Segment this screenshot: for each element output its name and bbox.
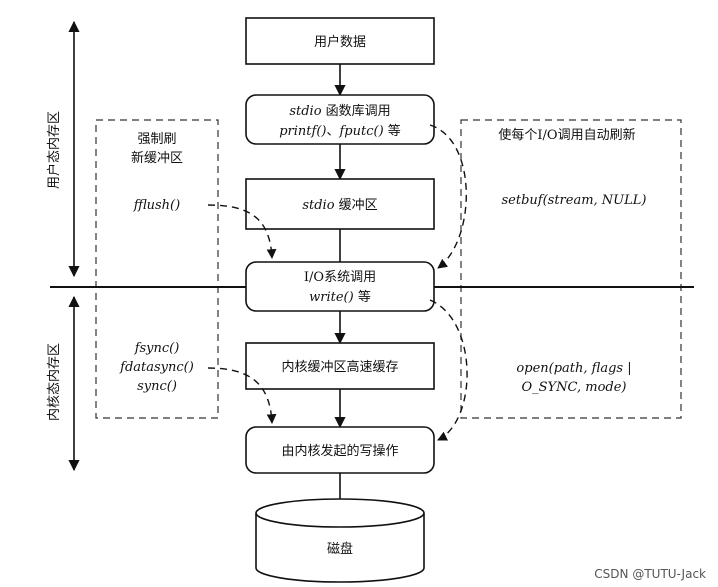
stdio-buffer-box — [245, 178, 435, 230]
disk-icon — [255, 498, 425, 583]
open-label-line2: O_SYNC, mode) — [521, 380, 626, 395]
kernel-cache-box — [245, 342, 435, 390]
forced-flush-panel — [95, 119, 219, 419]
csdn-watermark: CSDN @TUTU-Jack — [594, 567, 706, 581]
forced-flush-title-line2: 新缓冲区 — [131, 150, 183, 166]
io-syscall-box — [245, 261, 435, 312]
kernel-write-box — [245, 426, 435, 474]
user-data-box — [245, 17, 435, 65]
sync-label: sync() — [137, 379, 177, 394]
io-syscall-label-line2: write() 等 — [309, 289, 371, 305]
disk-label: 磁盘 — [327, 541, 353, 557]
fsync-label: fsync() — [134, 341, 180, 356]
kernel-cache-label: 内核缓冲区高速缓存 — [281, 359, 398, 375]
fdatasync-label: fdatasync() — [119, 360, 194, 375]
auto-flush-title: 使每个I/O调用自动刷新 — [498, 127, 635, 143]
user-space-label: 用户态内存区 — [46, 111, 62, 189]
user-data-label: 用户数据 — [314, 34, 366, 50]
kernel-space-label: 内核态内存区 — [46, 343, 62, 421]
stdio-buffer-label: stdio 缓冲区 — [302, 198, 377, 213]
setbuf-label: setbuf(stream, NULL) — [502, 193, 647, 208]
fflush-to-syscall-arrow — [207, 204, 277, 259]
stdio-library-box — [245, 94, 435, 145]
io-syscall-label-line1: I/O系统调用 — [304, 270, 376, 285]
osync-to-kernel-write-arrow — [429, 299, 468, 441]
kernel-write-label: 由内核发起的写操作 — [281, 443, 398, 459]
auto-flush-panel — [460, 119, 682, 419]
setbuf-to-syscall-arrow — [429, 124, 467, 269]
stdio-library-label-line2: printf()、fputc() 等 — [279, 123, 401, 139]
fsync-to-kernel-write-arrow — [207, 367, 277, 424]
forced-flush-title-line1: 强制刷 — [137, 132, 176, 147]
stdio-library-label-line1: stdio 函数库调用 — [289, 103, 390, 119]
open-label-line1: open(path, flags | — [516, 361, 631, 376]
fflush-label: fflush() — [133, 198, 180, 213]
